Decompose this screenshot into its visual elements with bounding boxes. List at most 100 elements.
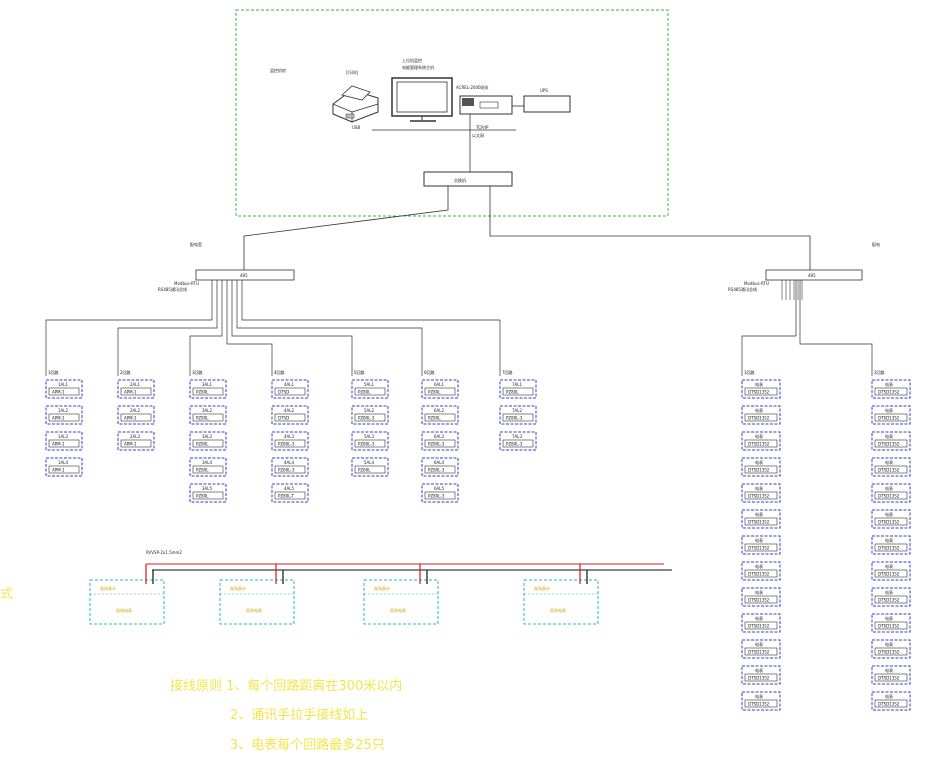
left-drop-line: [226, 280, 273, 376]
meter-cell-tag: 电表: [885, 641, 893, 647]
meter-cell-model: DTSD1352: [878, 546, 900, 551]
meter-cell-model-box: [744, 387, 778, 396]
meter-cell-tag: 2AL3: [130, 434, 141, 439]
meter-cell: 电表 DTSD1352: [741, 405, 781, 425]
meter-cell-model-box: [744, 647, 778, 656]
left-bus-box: [195, 269, 295, 281]
left-bus-sub2: RS485通讯总线: [158, 286, 187, 292]
meter-cell-model: DTSD1352: [748, 416, 770, 421]
meter-cell-tag: 电表: [755, 381, 763, 387]
meter-cell-tag: 电表: [885, 459, 893, 465]
left-drop-line: [241, 280, 501, 376]
printer-sub-label: USB: [352, 125, 360, 130]
meter-cell-model-box: [120, 439, 152, 448]
printer-icon: [332, 85, 379, 123]
left-group-label: 6回路: [424, 369, 435, 375]
left-drop-line: [45, 280, 213, 376]
meter-cell-model: PZ80L-3: [428, 442, 445, 447]
note-line-2: 2、通讯手拉手接线如上: [230, 707, 368, 723]
ups-label: UPS: [540, 88, 548, 93]
meter-cell-model-box: [192, 413, 224, 422]
gateway-label: ACREL-2000网关: [456, 84, 489, 90]
meter-cell-model: DTSD1352: [878, 468, 900, 473]
meter-cell-model: DTSD1352: [878, 390, 900, 395]
meter-cell-model-box: [354, 413, 386, 422]
meter-cell-model-box: [192, 387, 224, 396]
meter-cell-model-box: [424, 413, 456, 422]
meter-cell-tag: 6AL4: [434, 460, 445, 465]
meter-cell-model-box: [424, 465, 456, 474]
meter-cell-model: PZ80L-3: [506, 416, 523, 421]
meter-cell-tag: 电表: [755, 459, 763, 465]
meter-cell-tag: 电表: [755, 537, 763, 543]
meter-cell-tag: 5AL2: [364, 408, 375, 413]
right-bus-sub1: Modbus-RTU: [744, 281, 769, 286]
left-meter-groups: 1回路1AL1APM-11AL2APM-11AL3APM-11AL4APM-12…: [45, 369, 537, 503]
field-meter-frame: [89, 579, 165, 625]
meter-cell-model-box: [744, 439, 778, 448]
note-line-3: 3、电表每个回路最多25只: [230, 737, 385, 753]
meter-cell-model-box: [744, 413, 778, 422]
meter-cell-tag: 4AL2: [284, 408, 295, 413]
meter-cell-tag: 电表: [885, 407, 893, 413]
meter-cell-model-box: [874, 439, 908, 448]
meter-cell-model: APM-1: [52, 390, 65, 395]
meter-cell-model-box: [874, 465, 908, 474]
left-group-label: 3回路: [192, 369, 203, 375]
meter-cell-model-box: [744, 595, 778, 604]
monitor-sub-label: 电能管理系统主机: [402, 64, 434, 70]
meter-cell-model: DTSD1352: [748, 650, 770, 655]
meter-cell-tag: 电表: [885, 433, 893, 439]
meter-cell-model-box: [274, 387, 306, 396]
meter-cell-model: DTSD1352: [748, 468, 770, 473]
meter-cell-model: PZ80L: [196, 468, 209, 473]
field-meter-top-label: 现场表计: [374, 585, 390, 591]
meter-cell-tag: 电表: [755, 407, 763, 413]
tcpip-sub-label: 以太网: [472, 132, 484, 138]
meter-cell-model: DTSD1352: [878, 494, 900, 499]
side-label: 式: [0, 587, 13, 602]
meter-cell-tag: 电表: [755, 667, 763, 673]
ups-icon: [523, 95, 571, 113]
left-drop-line: [189, 280, 223, 376]
field-meter-frame: [523, 579, 599, 625]
meter-cell-model-box: [48, 413, 80, 422]
right-drop-line: [741, 280, 797, 376]
meter-cell-tag: 电表: [885, 537, 893, 543]
meter-cell-tag: 6AL3: [434, 434, 445, 439]
meter-cell-tag: 电表: [885, 615, 893, 621]
meter-cell-model: DTSD1352: [748, 520, 770, 525]
meter-cell-model-box: [48, 465, 80, 474]
left-branch-label: 配电室: [190, 241, 202, 247]
meter-cell-tag: 6AL5: [434, 486, 445, 491]
meter-cell-model: PZ80L: [358, 468, 371, 473]
field-meter-bottom-label: 现场电表: [550, 607, 566, 613]
right-group-label: 2回路: [874, 369, 885, 375]
meter-cell-model-box: [874, 621, 908, 630]
meter-cell-tag: 电表: [755, 693, 763, 699]
meter-cell-tag: 7AL2: [512, 408, 523, 413]
meter-cell-tag: 2AL2: [130, 408, 141, 413]
